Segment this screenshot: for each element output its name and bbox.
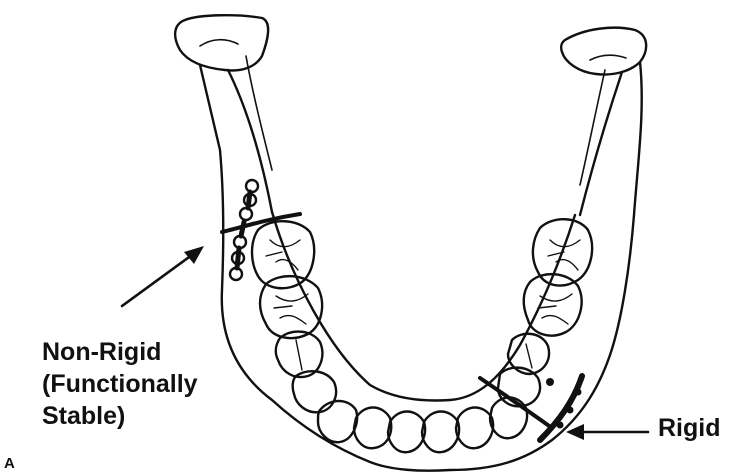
non-rigid-label-line3: Stable): [42, 404, 125, 429]
non-rigid-label-line2: (Functionally: [42, 372, 198, 397]
left-condyle-detail: [200, 40, 238, 46]
non-rigid-arrow: [122, 252, 196, 306]
left-condyle: [175, 15, 268, 70]
panel-letter: A: [4, 456, 15, 471]
right-ramus-inner: [580, 72, 622, 215]
rigid-label: Rigid: [658, 416, 721, 441]
right-condyle-detail: [590, 55, 626, 60]
front-tooth-1: [318, 401, 357, 442]
right-condyle: [561, 28, 646, 75]
non-rigid-label-line1: Non-Rigid: [42, 340, 161, 365]
left-fracture-line: [222, 214, 300, 232]
front-tooth-4: [422, 412, 459, 453]
front-tooth-2: [354, 408, 391, 449]
front-tooth-5: [456, 408, 493, 449]
non-rigid-arrowhead: [184, 246, 204, 264]
front-tooth-3: [388, 412, 425, 453]
